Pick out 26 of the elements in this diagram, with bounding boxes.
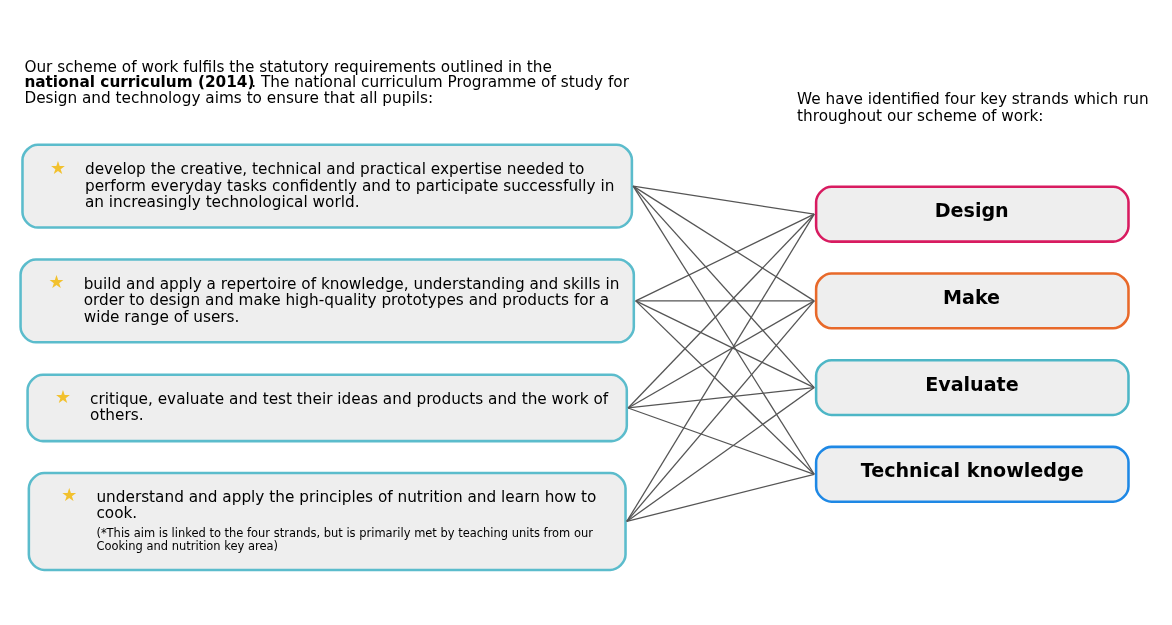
connector [635, 299, 815, 475]
connector [632, 185, 815, 388]
connector [627, 213, 815, 409]
connector [632, 185, 815, 215]
node-box: Evaluate [814, 358, 1130, 416]
node-box: ★ critique, evaluate and test their ideas and products and the work of others. [26, 373, 629, 442]
node-box: Design [814, 185, 1130, 243]
node-box: ★ understand and apply the principles of nutrition and learn how to cook. (*This aim is linked to the four strands, but is primarily met by teaching units from our Cooking and nutrition key area) [27, 471, 627, 571]
connector [627, 406, 815, 475]
label: We have identified four key strands which run throughout our scheme of work: [797, 89, 1149, 125]
label: Our scheme of work fulfils the statutory requirements outlined in the national curriculum (2014). The national curriculum Programme of study for Design and technology aims to ensure that all pupils: [24, 57, 629, 107]
connector [635, 213, 815, 302]
connector [626, 213, 815, 522]
connector [626, 299, 815, 522]
node-box: ★ develop the creative, technical and practical expertise needed to perform everyday tasks confidently and to participate successfully in an increasingly technological world. [21, 142, 634, 229]
connector [632, 185, 815, 302]
connector [632, 185, 815, 475]
node-box: ★ build and apply a repertoire of knowledge, understanding and skills in order to design and make high-quality prototypes and products for a wide range of users. [19, 257, 636, 344]
connector [627, 299, 815, 409]
connector [635, 299, 815, 388]
connector [635, 299, 815, 302]
connector [626, 473, 815, 522]
connector [627, 386, 815, 409]
node-box: Technical knowledge [814, 445, 1130, 503]
node-box: Make [814, 271, 1130, 330]
connector [626, 386, 815, 522]
